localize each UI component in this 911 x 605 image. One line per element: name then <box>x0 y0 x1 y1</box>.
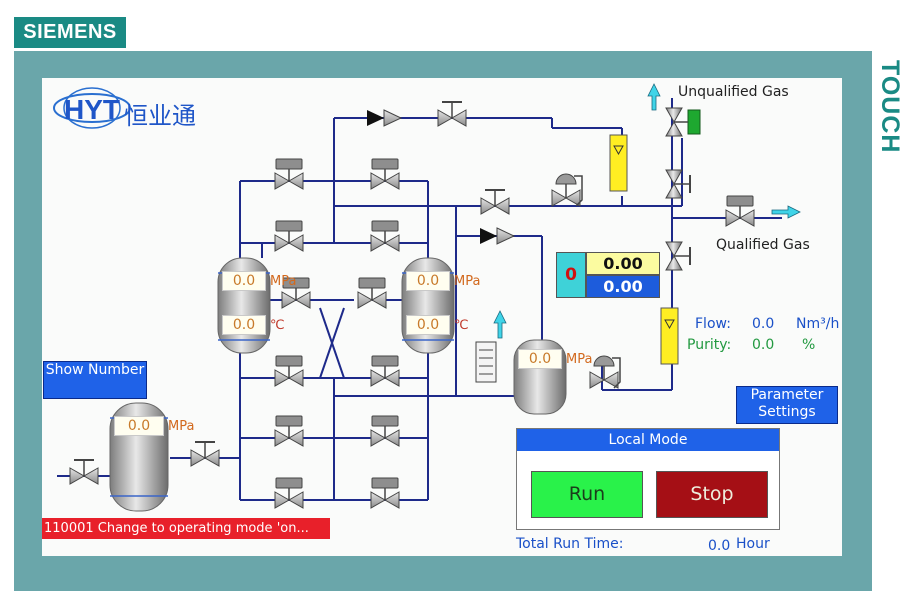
alarm-message[interactable]: 110001 Change to operating mode 'on... <box>42 518 330 539</box>
stop-button[interactable]: Stop <box>656 471 768 518</box>
air-tank-pressure-value: 0.0 <box>114 416 164 436</box>
product-tank-pressure-value: 0.0 <box>518 349 562 369</box>
show-number-button[interactable]: Show Number <box>43 361 147 399</box>
hyt-logo-chinese: 恒业通 <box>124 102 196 130</box>
parameter-settings-button[interactable]: Parameter Settings <box>736 386 838 424</box>
touch-label: TOUCH <box>876 60 904 154</box>
right-tower-temperature-unit: ℃ <box>454 318 469 333</box>
total-run-time-unit: Hour <box>736 536 770 552</box>
right-tower-temperature-value: 0.0 <box>406 315 450 335</box>
display-bottom: 0.00 <box>586 275 660 298</box>
counter-box: 0 <box>556 252 586 298</box>
right-tower-pressure-value: 0.0 <box>406 271 450 291</box>
left-tower-temperature-unit: ℃ <box>270 318 285 333</box>
total-run-time-value: 0.0 <box>708 538 731 554</box>
right-tower-pressure-unit: MPa <box>454 274 481 289</box>
purity-value: 0.0 <box>752 337 775 353</box>
counter-value: 0 <box>565 265 577 285</box>
mode-panel-title: Local Mode <box>517 429 779 451</box>
purity-label: Purity: <box>687 337 732 353</box>
run-button[interactable]: Run <box>531 471 643 518</box>
purity-unit: % <box>802 337 816 353</box>
siemens-logo: SIEMENS <box>14 17 126 48</box>
display-top: 0.00 <box>586 252 660 275</box>
qualified-gas-label: Qualified Gas <box>716 237 810 253</box>
left-tower-temperature-value: 0.0 <box>222 315 266 335</box>
mode-panel: Local Mode Run Stop <box>516 428 780 530</box>
air-tank-pressure-unit: MPa <box>168 419 195 434</box>
left-tower-pressure-unit: MPa <box>270 274 297 289</box>
total-run-time-label: Total Run Time: <box>516 536 624 552</box>
flow-value: 0.0 <box>752 316 775 332</box>
hyt-logo-letters: HYT <box>64 94 120 125</box>
hyt-logo <box>53 87 131 129</box>
flow-unit: Nm³/h <box>796 316 840 332</box>
unqualified-gas-label: Unqualified Gas <box>678 84 789 100</box>
flow-label: Flow: <box>695 316 731 332</box>
product-tank-pressure-unit: MPa <box>566 352 593 367</box>
hmi-screen: HYT 恒业通 Show Number 0.0 MPa 0.0 ℃ 0.0 MP… <box>42 78 842 556</box>
left-tower-pressure-value: 0.0 <box>222 271 266 291</box>
